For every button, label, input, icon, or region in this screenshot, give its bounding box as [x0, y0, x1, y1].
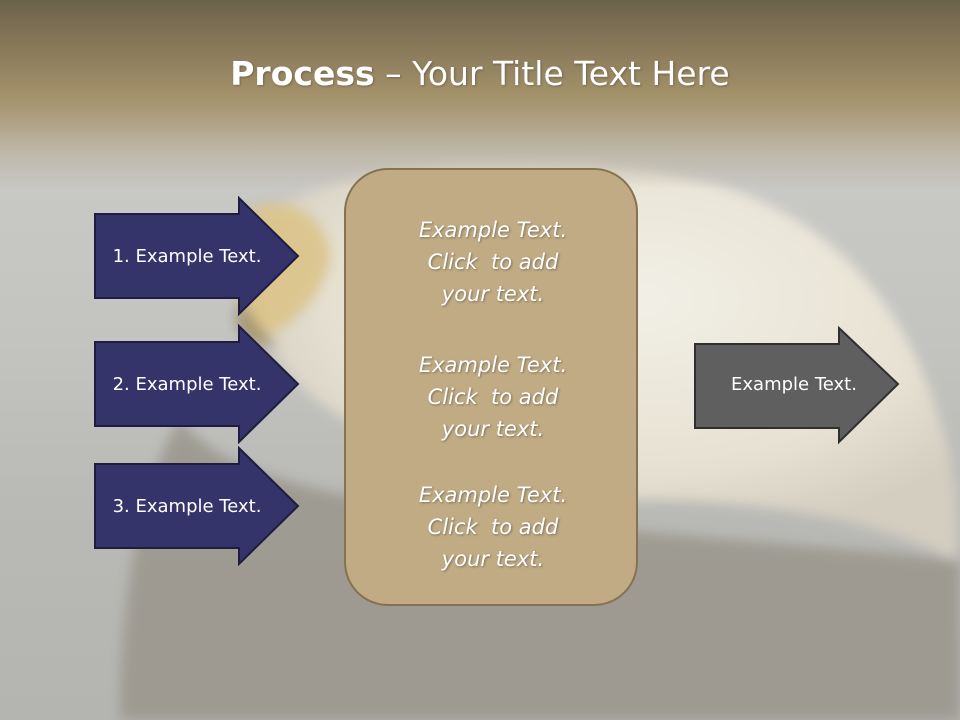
- item-line: your text.: [441, 547, 545, 571]
- center-text-item-1: Example Text. Click to add your text.: [346, 214, 640, 310]
- title-dash: –: [374, 54, 413, 93]
- item-line: Click to add: [427, 385, 559, 409]
- item-line: your text.: [441, 282, 545, 306]
- item-line: Example Text.: [418, 353, 568, 377]
- item-line: Example Text.: [418, 218, 568, 242]
- process-step-arrow-2[interactable]: 2. Example Text.: [94, 324, 300, 444]
- center-text-box[interactable]: Example Text. Click to add your text. Ex…: [344, 168, 638, 606]
- title-band: [0, 0, 960, 190]
- right-arrow-shape: [94, 446, 300, 566]
- process-step-arrow-1[interactable]: 1. Example Text.: [94, 196, 300, 316]
- right-arrow-shape: [694, 326, 900, 445]
- result-arrow[interactable]: Example Text.: [694, 326, 900, 446]
- process-step-arrow-3[interactable]: 3. Example Text.: [94, 446, 300, 566]
- right-arrow-shape: [94, 324, 300, 444]
- title-rest: Your Title Text Here: [412, 54, 730, 93]
- result-label: Example Text.: [731, 373, 857, 395]
- slide-title[interactable]: Process – Your Title Text Here: [0, 52, 960, 96]
- center-text-item-2: Example Text. Click to add your text.: [346, 349, 640, 445]
- item-line: your text.: [441, 417, 545, 441]
- step-label: 3. Example Text.: [112, 495, 262, 517]
- item-line: Click to add: [427, 250, 559, 274]
- step-label: 1. Example Text.: [112, 245, 262, 267]
- right-arrow-shape: [94, 196, 300, 316]
- step-label: 2. Example Text.: [112, 373, 262, 395]
- center-text-item-3: Example Text. Click to add your text.: [346, 479, 640, 575]
- item-line: Example Text.: [418, 483, 568, 507]
- item-line: Click to add: [427, 515, 559, 539]
- title-bold: Process: [230, 54, 375, 93]
